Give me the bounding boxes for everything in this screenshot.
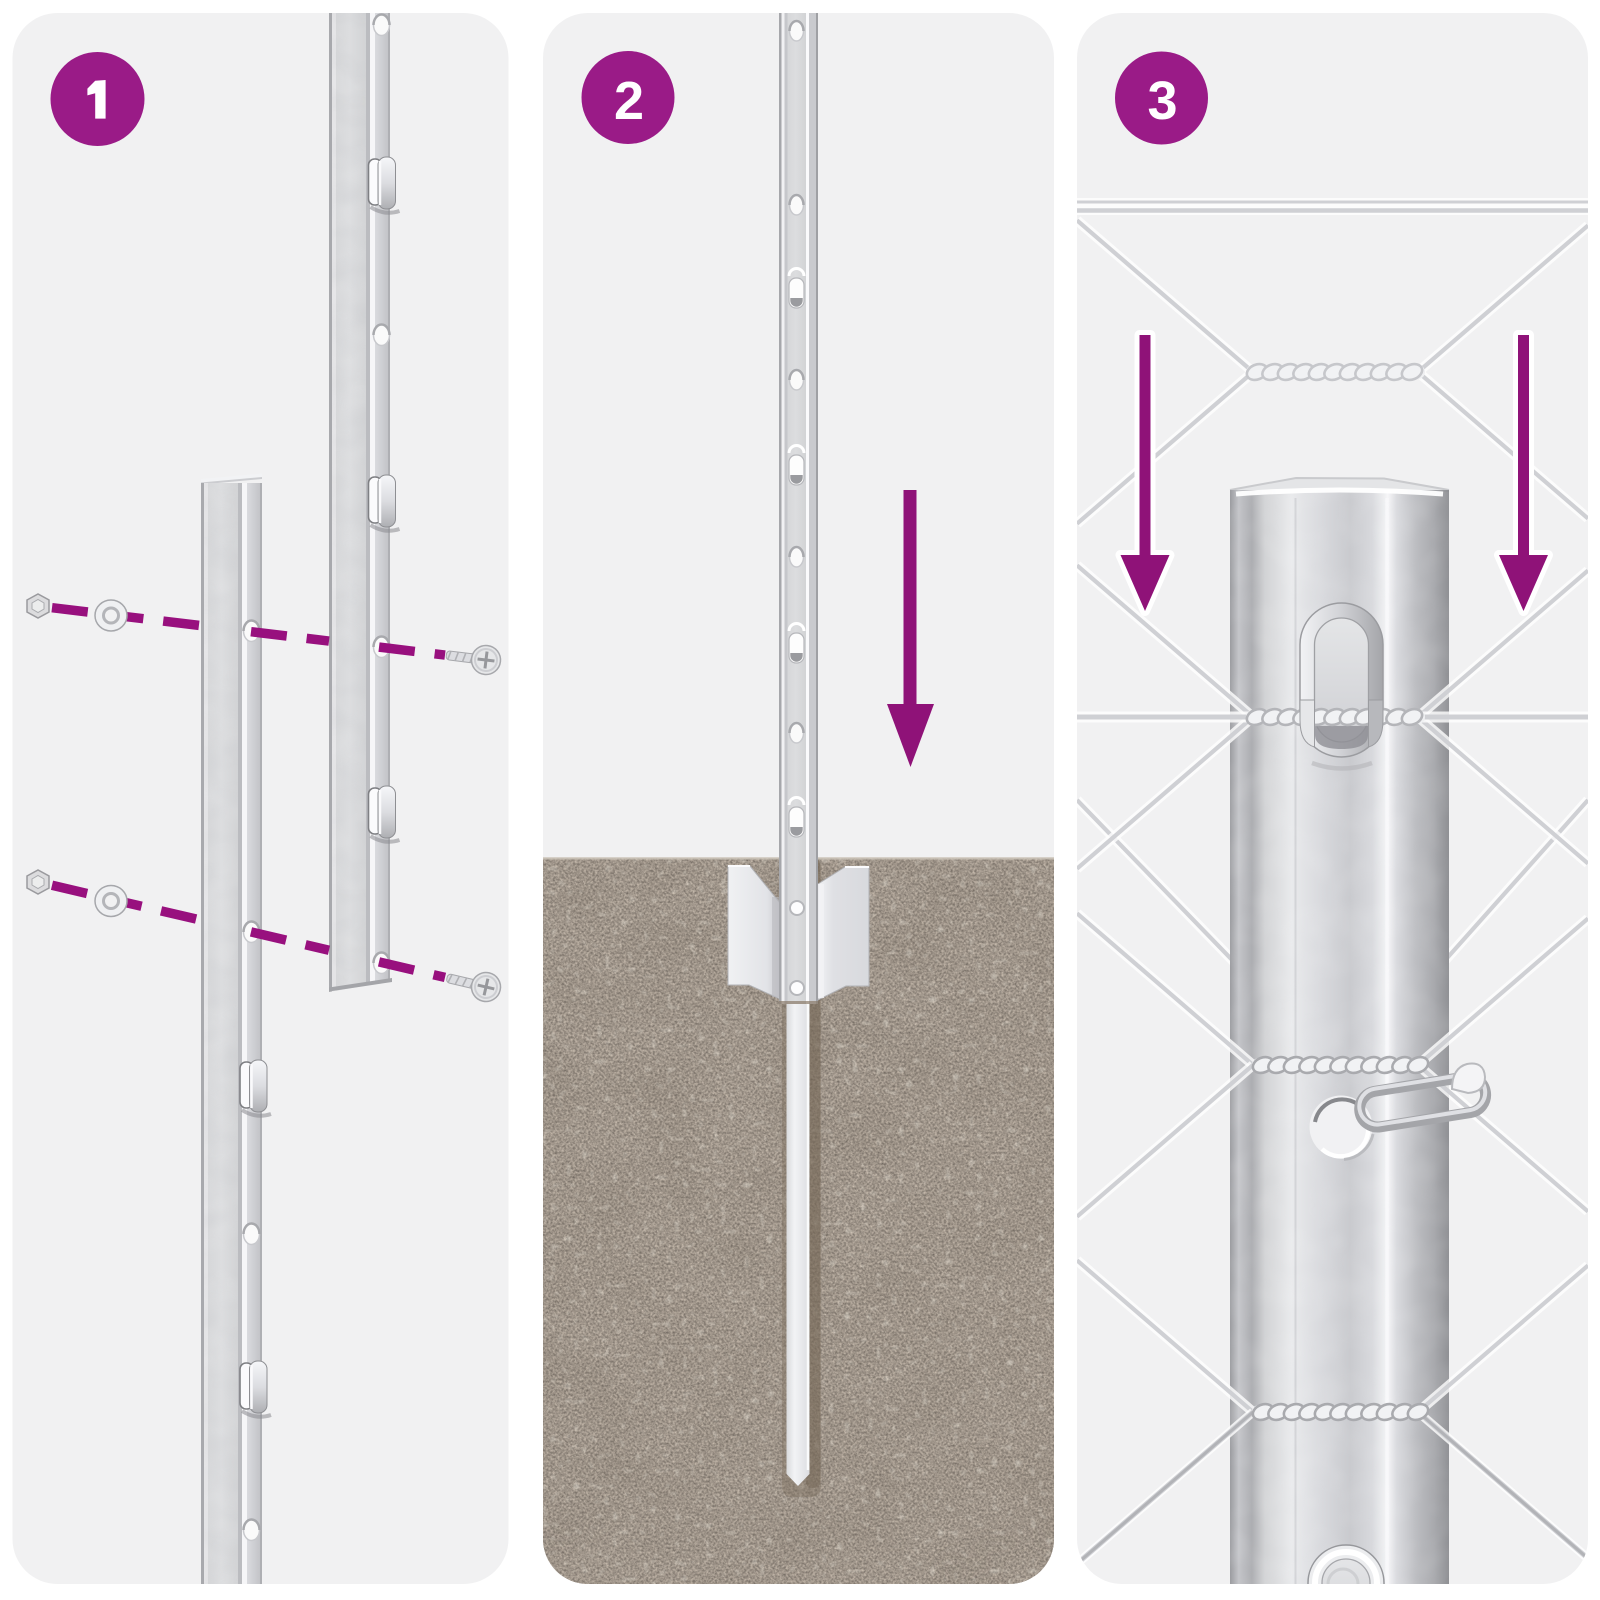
svg-text:2: 2 (614, 71, 644, 131)
svg-text:3: 3 (1147, 71, 1177, 131)
